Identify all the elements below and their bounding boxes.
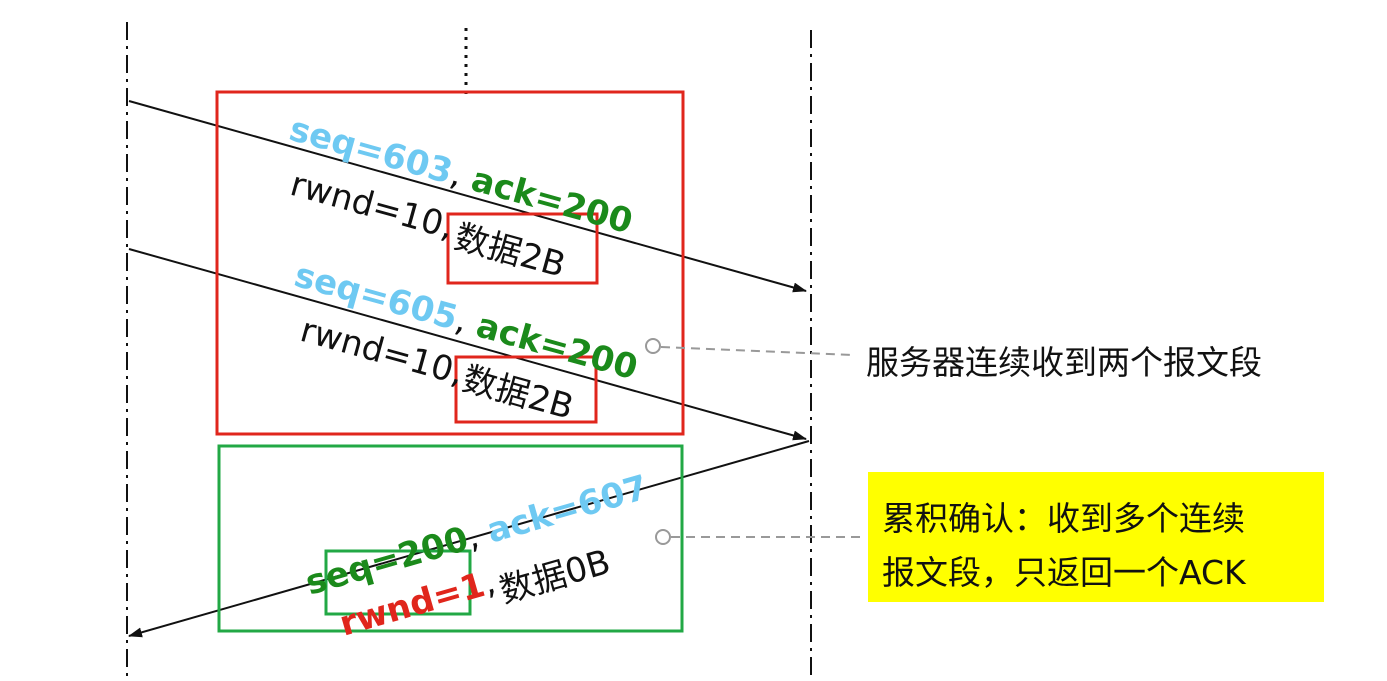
cumulative-ack-note: 累积确认：收到多个连续 报文段，只返回一个ACK — [868, 472, 1324, 602]
callout-line-1 — [660, 346, 853, 356]
arrow-segment2 — [128, 248, 807, 441]
arrow-segment3-ack — [128, 440, 810, 638]
red-box-segments — [215, 90, 685, 436]
arrow-segment1 — [128, 100, 807, 293]
green-box-ack — [217, 444, 684, 633]
server-received-note: 服务器连续收到两个报文段 — [866, 343, 1262, 382]
red-box-data2 — [454, 355, 598, 424]
callout-dot-1 — [645, 338, 661, 354]
cumulative-ack-line1: 累积确认：收到多个连续 — [882, 499, 1245, 538]
cumulative-ack-line2: 报文段，只返回一个ACK — [882, 553, 1246, 592]
callout-dot-2 — [655, 529, 671, 545]
green-box-rwnd — [324, 549, 472, 616]
red-box-data1 — [446, 212, 599, 285]
